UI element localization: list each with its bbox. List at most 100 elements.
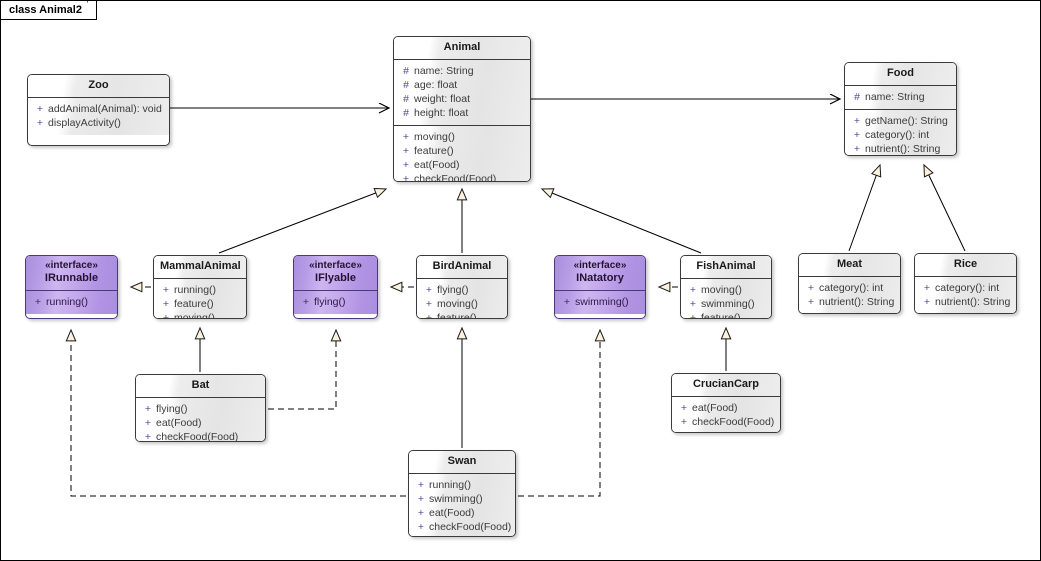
class-node-rice[interactable]: Rice+category(): int+nutrient(): String (914, 253, 1017, 314)
class-node-irunnable[interactable]: «interface»IRunnable +running() (25, 255, 118, 319)
operation-text: displayActivity() (48, 117, 121, 129)
operation-text: eat(Food) (156, 417, 202, 429)
operations-compartment-meat: + category(): int + nutrient(): String (799, 277, 900, 313)
attribute-row: #age: float (396, 78, 528, 92)
class-node-birdanimal[interactable]: BirdAnimal+flying()+moving()+feature() (416, 255, 508, 319)
operation-text: eat(Food) (429, 507, 475, 519)
operation-text: category(): int (865, 129, 930, 141)
operation-text: flying() (437, 284, 469, 296)
class-name-irunnable: IRunnable (44, 272, 99, 284)
visibility-marker: + (417, 507, 425, 519)
diagram-frame-label: class Animal2 (9, 4, 82, 16)
operation-row: +running() (28, 295, 115, 309)
operation-text: nutrient(): String (865, 143, 941, 155)
operation-text: addAnimal(Animal): void (48, 103, 162, 115)
class-node-animal[interactable]: Animal#name: String#age: float#weight: f… (393, 36, 531, 182)
class-node-bat[interactable]: Bat+flying()+eat(Food)+checkFood(Food) (135, 374, 266, 442)
class-header-mammalanimal: MammalAnimal (154, 256, 246, 279)
operations-compartment-cruciancarp: +eat(Food)+checkFood(Food) (672, 397, 780, 432)
operations-compartment-zoo: +addAnimal(Animal): void+displayActivity… (28, 98, 169, 135)
operation-text: nutrient(): String (819, 296, 895, 308)
stereotype-irunnable: «interface» (45, 260, 98, 271)
operations-compartment-fishanimal: +moving()+swimming()+feature() (681, 279, 771, 319)
operation-row: +checkFood(Food) (411, 520, 513, 534)
operation-text: category(): int (935, 282, 1000, 294)
class-node-fishanimal[interactable]: FishAnimal+moving()+swimming()+feature() (680, 255, 772, 319)
class-header-meat: Meat (799, 254, 900, 277)
class-header-irunnable: «interface»IRunnable (26, 256, 117, 291)
class-node-swan[interactable]: Swan+running()+swimming()+eat(Food)+chec… (408, 450, 516, 537)
class-name-bat: Bat (191, 379, 210, 391)
link-swan-inatatory (518, 328, 606, 497)
operation-row: +swimming() (557, 295, 643, 309)
class-node-iflyable[interactable]: «interface»IFlyable + flying() (293, 255, 378, 319)
class-header-iflyable: «interface»IFlyable (294, 256, 377, 291)
operation-row: +swimming() (411, 492, 513, 506)
visibility-marker: # (403, 65, 409, 77)
operation-text: running() (174, 284, 217, 296)
visibility-marker: + (417, 521, 425, 533)
visibility-marker: + (417, 479, 425, 491)
operation-text: flying() (314, 296, 346, 308)
operation-text: swimming() (701, 298, 755, 310)
class-node-meat[interactable]: Meat + category(): int + nutrient(): String (798, 253, 901, 314)
visibility-marker: + (144, 403, 152, 415)
class-header-cruciancarp: CrucianCarp (672, 374, 780, 397)
class-header-fishanimal: FishAnimal (681, 256, 771, 279)
stereotype-iflyable: «interface» (309, 260, 362, 271)
visibility-marker: + (402, 159, 410, 171)
attribute-text: height: float (414, 107, 469, 119)
operation-text: category(): int (819, 282, 884, 294)
link-mammalanimal-animal (218, 187, 388, 254)
diagram-frame-tab-corner (87, 1, 107, 20)
class-node-inatatory[interactable]: «interface»INatatory +swimming() (554, 255, 646, 319)
class-node-food[interactable]: Food#name: String+getName(): String+cate… (844, 62, 957, 156)
visibility-marker: # (403, 79, 409, 91)
visibility-marker: + (807, 296, 815, 308)
attribute-row: #name: String (847, 90, 954, 104)
class-name-meat: Meat (836, 258, 863, 270)
operation-row: +running() (411, 478, 513, 492)
operation-row: + flying() (296, 295, 375, 309)
visibility-marker: + (425, 284, 433, 296)
operation-text: feature() (701, 312, 741, 319)
visibility-marker: + (402, 131, 410, 143)
class-node-cruciancarp[interactable]: CrucianCarp+eat(Food)+checkFood(Food) (671, 373, 781, 433)
visibility-marker: + (144, 417, 152, 429)
visibility-marker: # (403, 107, 409, 119)
class-header-birdanimal: BirdAnimal (417, 256, 507, 279)
attribute-row: # height: float (396, 106, 528, 120)
visibility-marker: + (144, 431, 152, 442)
stereotype-inatatory: «interface» (573, 260, 627, 271)
class-node-zoo[interactable]: Zoo+addAnimal(Animal): void+displayActiv… (27, 74, 170, 146)
class-name-iflyable: IFlyable (315, 272, 356, 284)
operation-row: +moving() (683, 283, 769, 297)
attribute-text: name: String (414, 65, 474, 77)
class-node-mammalanimal[interactable]: MammalAnimal+running()+feature()+moving(… (153, 255, 247, 319)
class-header-food: Food (845, 63, 956, 86)
operation-text: feature() (414, 145, 454, 157)
operation-row: + category(): int (801, 281, 898, 295)
visibility-marker: + (807, 282, 815, 294)
link-fishanimal-animal (540, 188, 702, 254)
operation-row: +running() (156, 283, 244, 297)
operations-compartment-swan: +running()+swimming()+eat(Food)+checkFoo… (409, 474, 515, 536)
visibility-marker: + (689, 284, 697, 296)
visibility-marker: + (402, 173, 410, 182)
operation-row: +eat(Food) (674, 401, 778, 415)
class-header-zoo: Zoo (28, 75, 169, 98)
visibility-marker: + (302, 296, 310, 308)
operations-compartment-inatatory: +swimming() (555, 291, 645, 314)
class-header-rice: Rice (915, 254, 1016, 277)
operation-row: +getName(): String (847, 114, 954, 128)
class-header-bat: Bat (136, 375, 265, 398)
class-header-inatatory: «interface»INatatory (555, 256, 645, 291)
operation-row: +checkFood(Food) (138, 430, 263, 442)
operation-text: eat(Food) (414, 159, 460, 171)
operations-compartment-bat: +flying()+eat(Food)+checkFood(Food) (136, 398, 265, 442)
operation-text: feature() (437, 312, 477, 319)
operation-row: +moving() (156, 311, 244, 318)
visibility-marker: + (162, 298, 170, 310)
operation-text: running() (46, 296, 89, 308)
